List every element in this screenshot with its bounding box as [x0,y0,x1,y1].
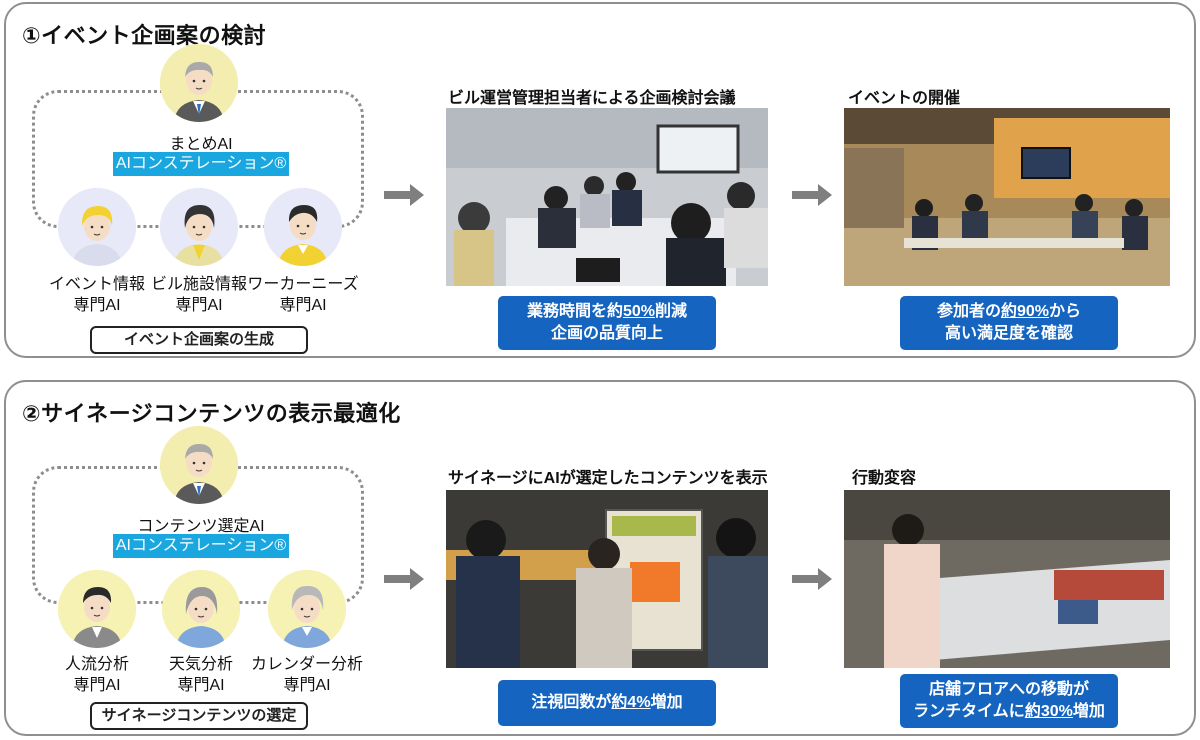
specialist-ai-label: イベント情報専門AI [48,276,145,314]
worker-needs-ai-avatar [264,188,342,266]
building-info-ai-avatar [160,188,238,266]
weather-ai-avatar [162,570,240,648]
floor-guide-photo [844,490,1170,668]
content-selection-ai-avatar [160,426,238,504]
event-caption: イベントの開催 [848,90,961,107]
specialist-ai-label: ワーカーニーズ専門AI [247,276,359,314]
ai-constellation-badge: AIコンステレーション® [113,534,289,558]
meeting-result-box: 業務時間を約50%削減 企画の品質向上 [498,296,716,350]
meeting-photo [446,108,768,286]
flow-arrow-icon [792,184,832,206]
meeting-caption: ビル運営管理担当者による企画検討会議 [448,90,736,107]
central-ai-label: まとめAI [169,136,233,153]
specialist-ai-label: ビル施設情報専門AI [150,276,247,314]
section-title: ①イベント企画案の検討 [22,23,267,48]
flow-arrow-icon [384,184,424,206]
people-flow-ai-avatar [58,570,136,648]
calendar-ai-avatar [268,570,346,648]
behavior-result-box: 店舗フロアへの移動が ランチタイムに約30%増加 [900,674,1118,728]
summary-ai-avatar [160,44,238,122]
section-title: ②サイネージコンテンツの表示最適化 [22,401,401,426]
flow-arrow-icon [384,568,424,590]
signage-photo [446,490,768,668]
specialist-ai-label: 天気分析専門AI [168,656,233,694]
specialist-ai-label: カレンダー分析専門AI [250,656,363,694]
signage-result-box: 注視回数が約4%増加 [498,680,716,726]
behavior-change-caption: 行動変容 [852,470,917,487]
section-signage-optimization: ②サイネージコンテンツの表示最適化 コンテンツ選定AI AIコンステレーション® [4,380,1196,736]
flow-arrow-icon [792,568,832,590]
event-photo [844,108,1170,286]
event-result-box: 参加者の約90%から 高い満足度を確認 [900,296,1118,350]
specialist-ai-label: 人流分析専門AI [64,656,129,694]
signage-caption: サイネージにAIが選定したコンテンツを表示 [448,470,768,487]
signage-selection-label: サイネージコンテンツの選定 [90,702,308,730]
ai-constellation-badge: AIコンステレーション® [113,152,289,176]
section-event-planning: ①イベント企画案の検討 まとめAI AIコンステレーション® [4,2,1196,358]
event-info-ai-avatar [58,188,136,266]
event-plan-generation-label: イベント企画案の生成 [90,326,308,354]
central-ai-label: コンテンツ選定AI [137,518,265,535]
